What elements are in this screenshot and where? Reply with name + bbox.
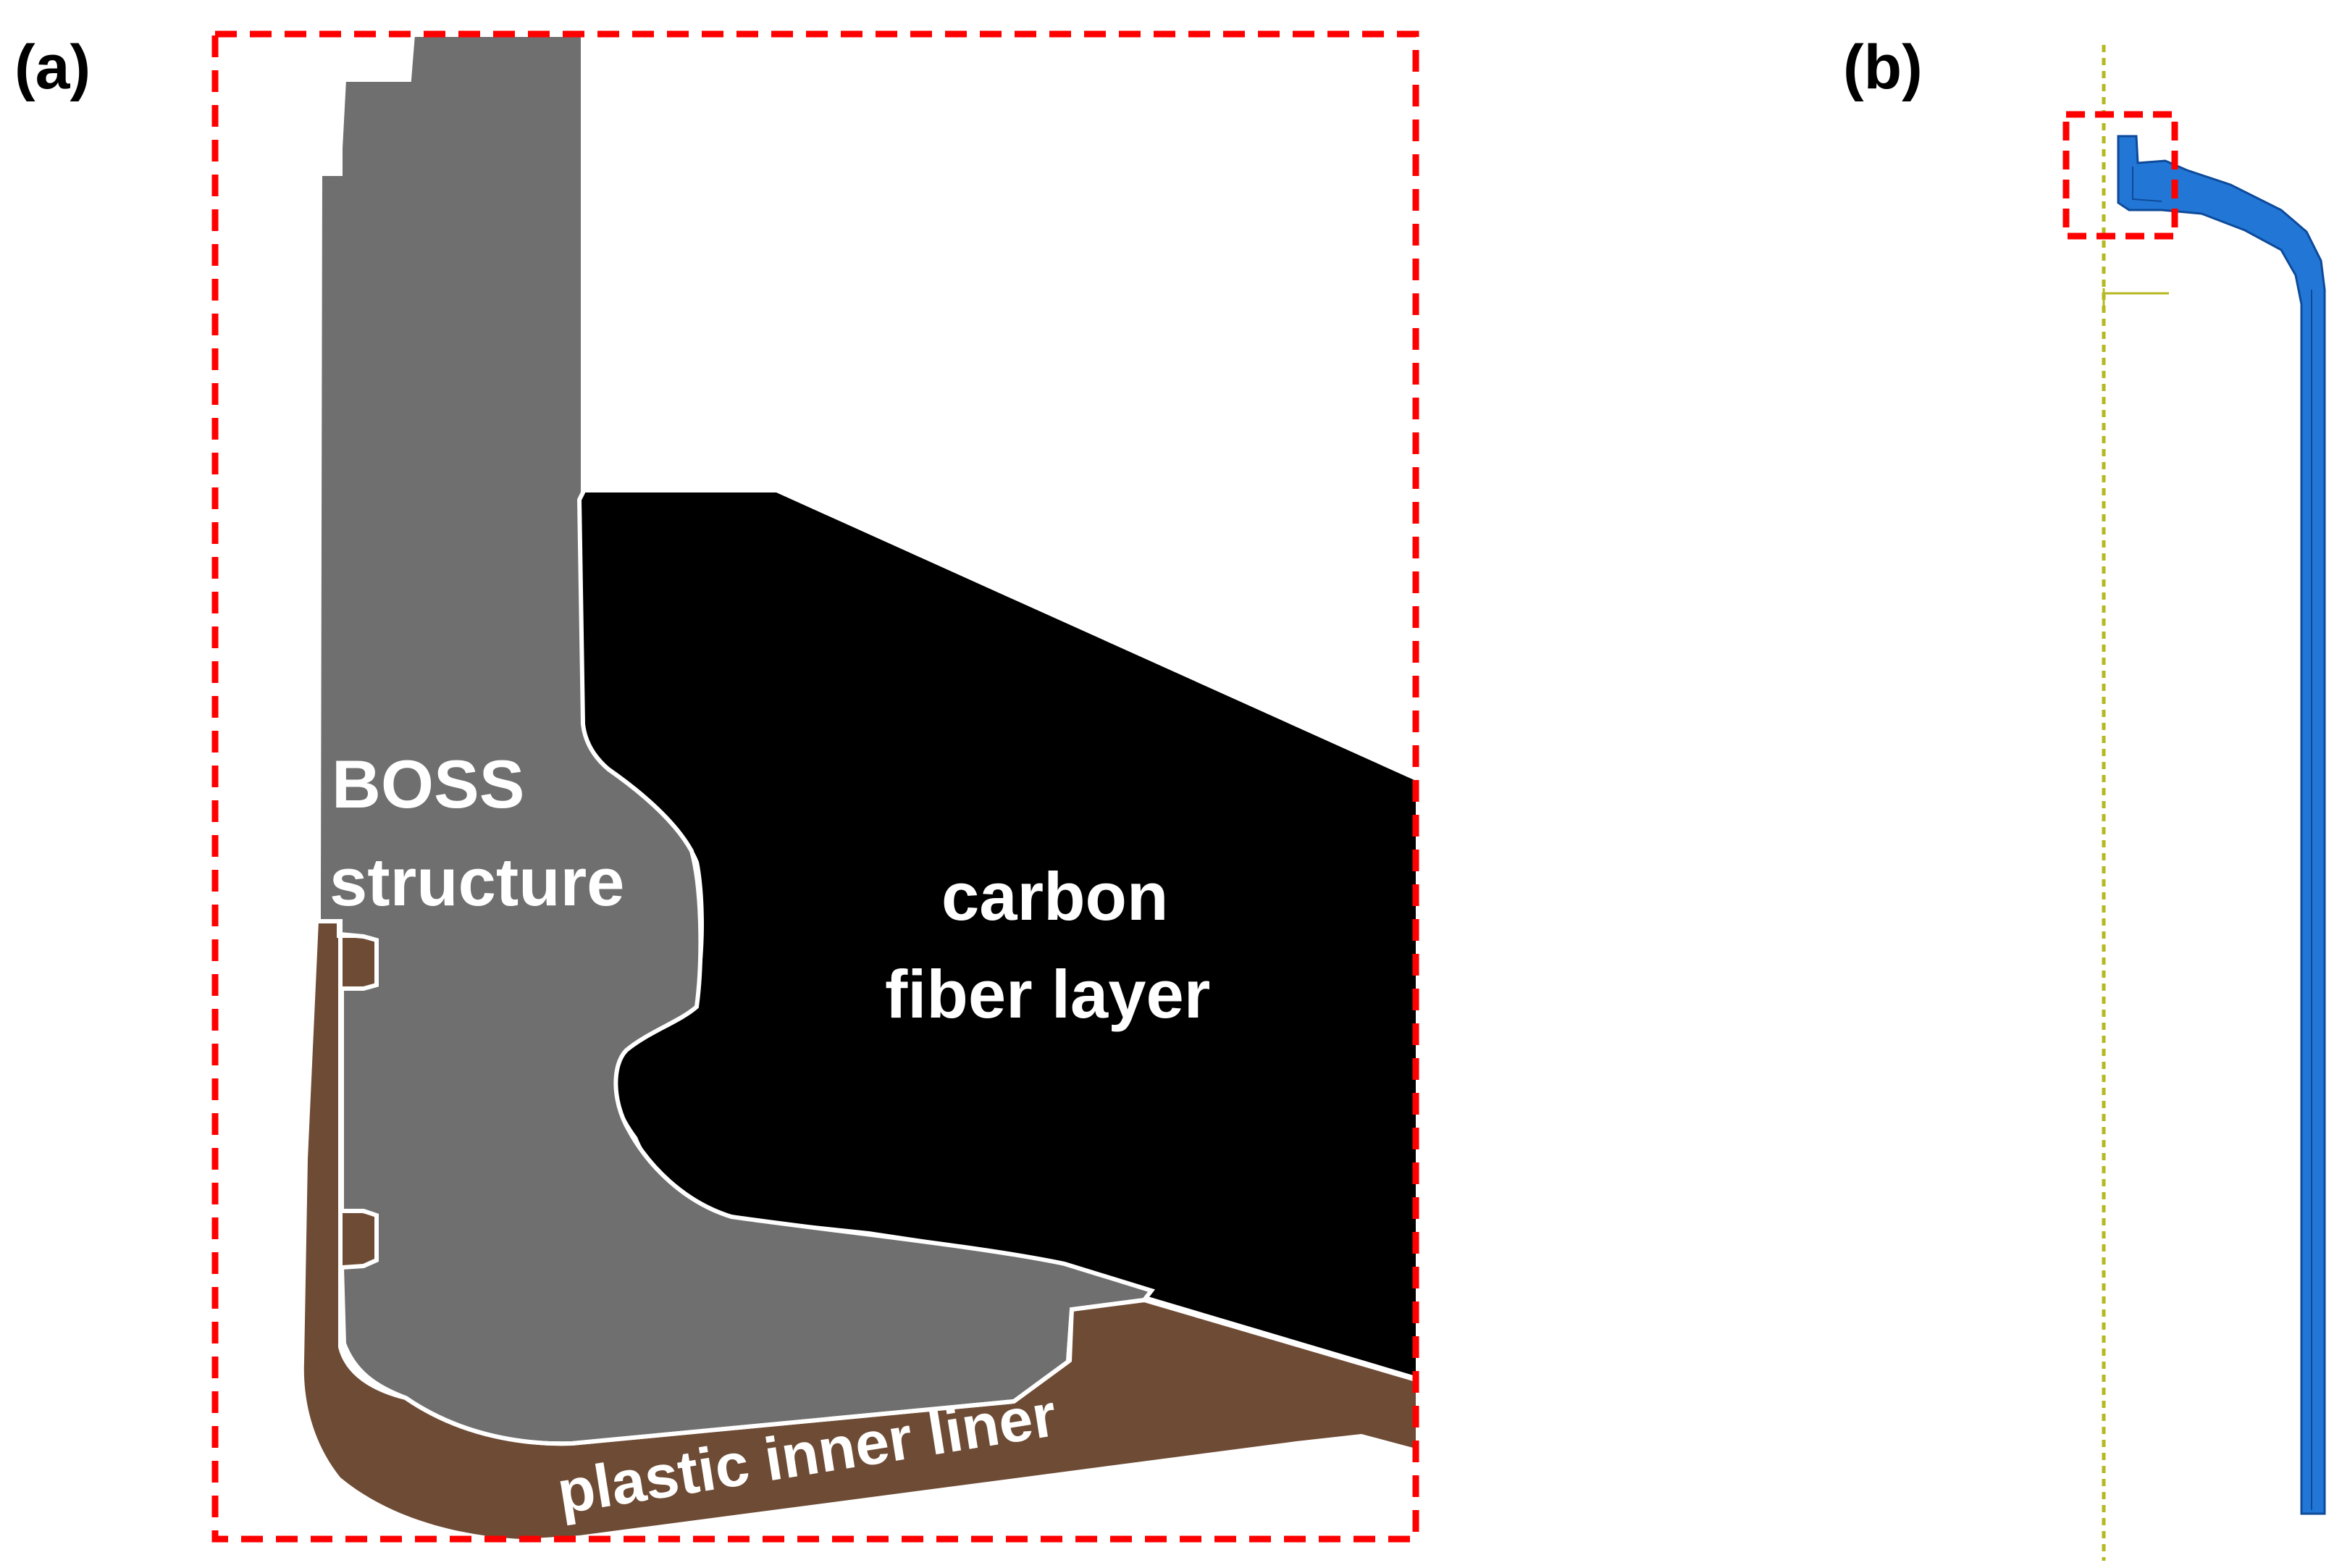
- panel-b: (b): [1843, 33, 2326, 1561]
- panel-a: (a) BOSS structure carbon fiber layer pl…: [14, 30, 1419, 1543]
- boss-liner-boundary: [338, 934, 1416, 1446]
- boss-structure: [316, 33, 1156, 1446]
- boss-label-line1: BOSS: [332, 746, 524, 822]
- vessel-model-inner-line: [2132, 167, 2312, 1510]
- detail-box-a: [211, 30, 1419, 1543]
- carbon-fiber-layer: [581, 492, 1416, 1376]
- carbon-label-line1: carbon: [941, 858, 1168, 934]
- carbon-label-line2: fiber layer: [885, 956, 1210, 1032]
- panel-b-label: (b): [1843, 33, 1923, 102]
- boss-label-line2: structure: [330, 844, 624, 920]
- panel-a-label: (a): [14, 33, 91, 102]
- vessel-model: [2117, 135, 2326, 1515]
- plastic-inner-liner: [303, 921, 1416, 1539]
